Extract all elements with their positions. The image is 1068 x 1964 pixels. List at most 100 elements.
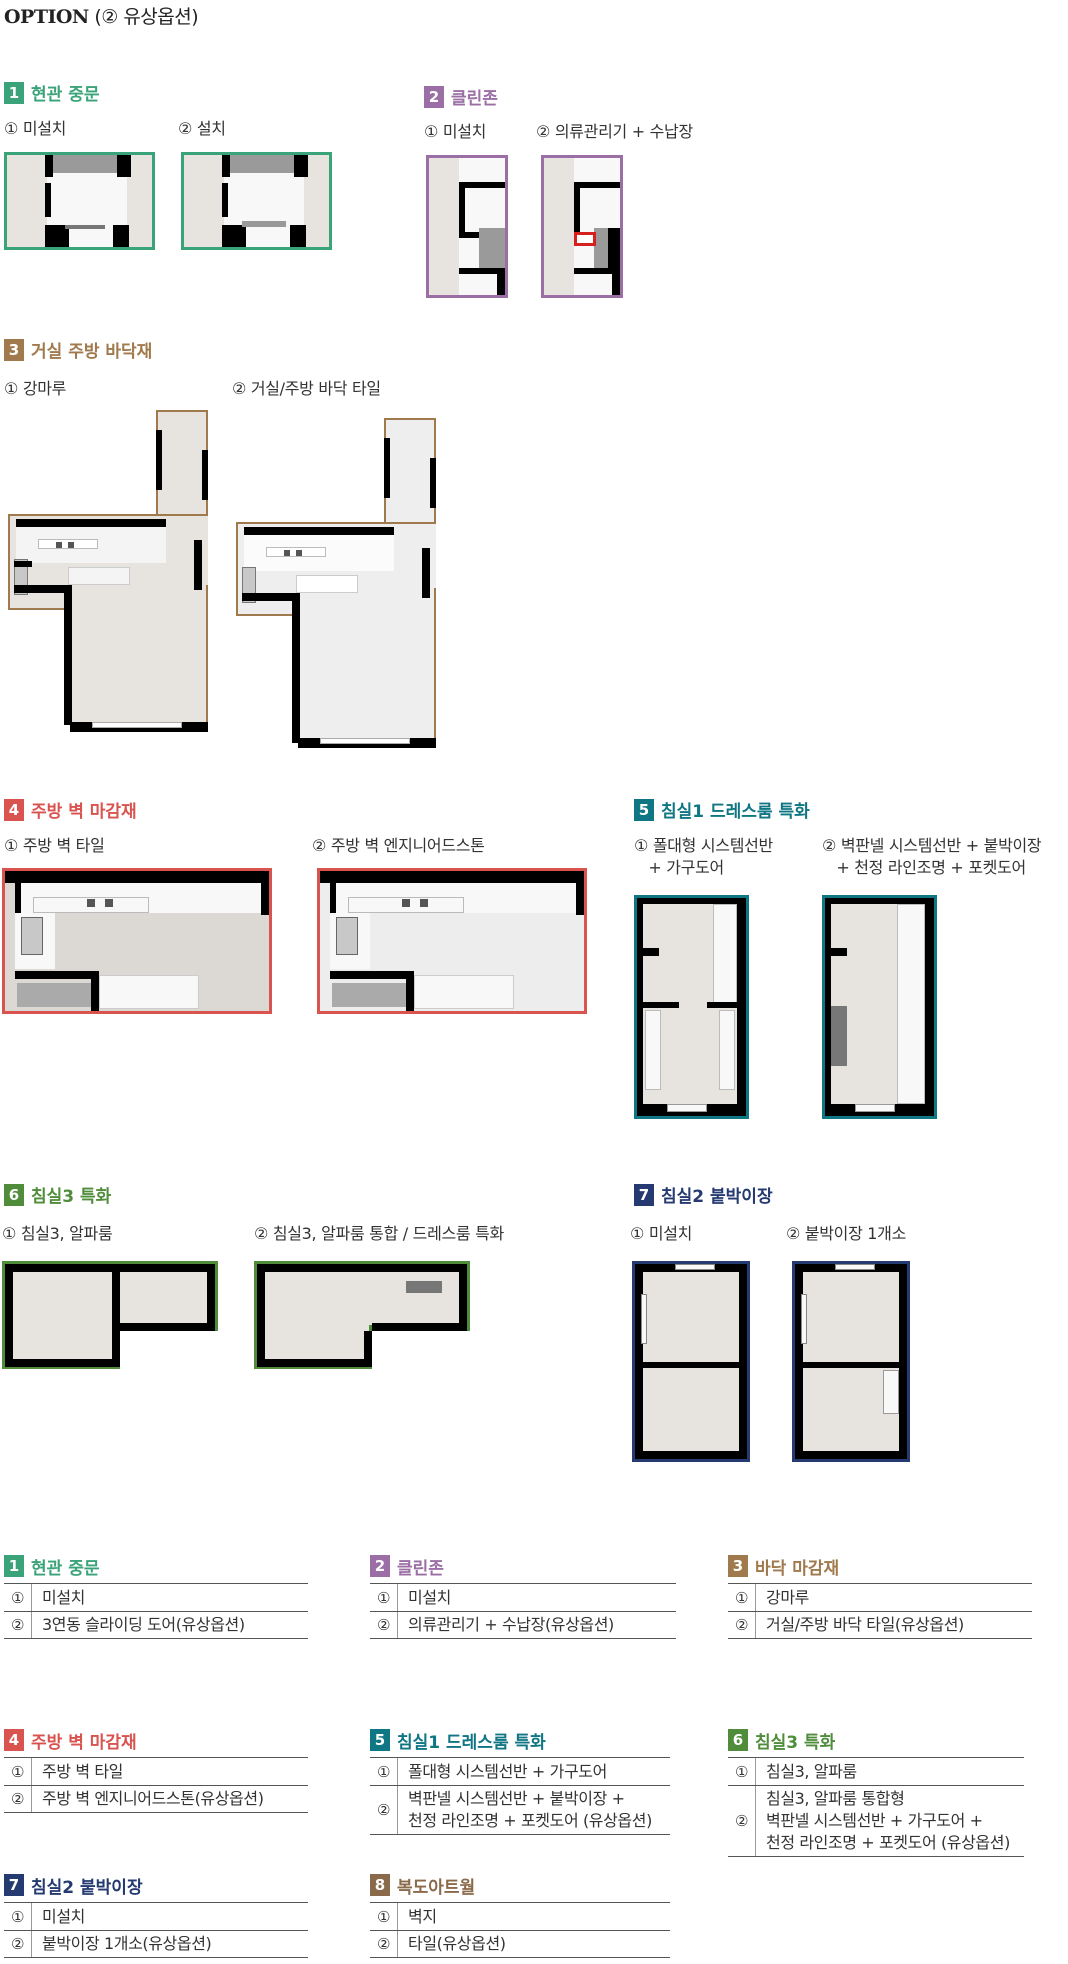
section-5-badge: 5 xyxy=(634,798,654,821)
s1-plan-option-2 xyxy=(181,152,332,250)
section-7-title: 침실2 붙박이장 xyxy=(661,1187,773,1207)
summary-2-title: 클린존 xyxy=(397,1558,444,1579)
summary-5-badge: 5 xyxy=(370,1729,390,1751)
s5-option-2-label: ② 벽판넬 시스템선반 + 붙박이장 + 천정 라인조명 + 포켓도어 xyxy=(822,836,1042,877)
summary-7-badge: 7 xyxy=(4,1874,24,1896)
section-1-heading: 1 현관 중문 xyxy=(4,80,99,105)
s4-option-2-label: ② 주방 벽 엔지니어드스톤 xyxy=(312,836,485,855)
summary-table-4-header: 4 주방 벽 마감재 xyxy=(4,1727,308,1753)
s5-plan-option-2 xyxy=(822,895,937,1119)
s5-option-1-label: ① 폴대형 시스템선반 + 가구도어 xyxy=(634,836,773,877)
s6-plan-option-1 xyxy=(2,1261,218,1369)
s4-option-1-label: ① 주방 벽 타일 xyxy=(4,836,105,855)
s3-plan-option-1 xyxy=(8,410,208,732)
s2-option-2-label: ② 의류관리기 + 수납장 xyxy=(536,122,693,141)
summary-3-title: 바닥 마감재 xyxy=(755,1558,840,1579)
summary-7-title: 침실2 붙박이장 xyxy=(31,1877,143,1898)
s7-plan-option-2 xyxy=(792,1261,910,1462)
s7-option-1-label: ① 미설치 xyxy=(630,1224,693,1243)
section-3-heading: 3 거실 주방 바닥재 xyxy=(4,337,152,362)
s1-plan-option-1 xyxy=(4,152,155,250)
section-6-heading: 6 침실3 특화 xyxy=(4,1182,111,1207)
s3-plan-option-2 xyxy=(236,418,436,748)
section-3-badge: 3 xyxy=(4,338,24,361)
summary-3-badge: 3 xyxy=(728,1555,748,1577)
s1-option-2-label: ② 설치 xyxy=(178,119,226,138)
section-5-title: 침실1 드레스룸 특화 xyxy=(661,802,810,822)
section-4-heading: 4 주방 벽 마감재 xyxy=(4,797,137,822)
s6-option-2-label: ② 침실3, 알파룸 통합 / 드레스룸 특화 xyxy=(254,1224,504,1243)
summary-1-badge: 1 xyxy=(4,1555,24,1577)
section-1-badge: 1 xyxy=(4,81,24,104)
summary-table-2-header: 2 클린존 xyxy=(370,1553,676,1579)
summary-table-5-header: 5 침실1 드레스룸 특화 xyxy=(370,1727,670,1753)
s6-plan-option-2 xyxy=(254,1261,470,1369)
summary-2-badge: 2 xyxy=(370,1555,390,1577)
section-2-heading: 2 클린존 xyxy=(424,84,498,109)
s2-option-1-label: ① 미설치 xyxy=(424,122,487,141)
summary-1-title: 현관 중문 xyxy=(31,1558,100,1579)
s5-plan-option-1 xyxy=(634,895,749,1119)
summary-5-title: 침실1 드레스룸 특화 xyxy=(397,1732,546,1753)
s3-option-2-label: ② 거실/주방 바닥 타일 xyxy=(232,379,381,398)
s7-option-2-label: ② 붙박이장 1개소 xyxy=(786,1224,907,1243)
section-5-heading: 5 침실1 드레스룸 특화 xyxy=(634,797,810,822)
section-1-title: 현관 중문 xyxy=(31,85,100,105)
section-4-badge: 4 xyxy=(4,798,24,821)
section-2-badge: 2 xyxy=(424,85,444,108)
summary-8-title: 복도아트월 xyxy=(397,1877,476,1898)
summary-4-title: 주방 벽 마감재 xyxy=(31,1732,137,1753)
summary-table-3-header: 3 바닥 마감재 xyxy=(728,1553,1032,1579)
s3-option-1-label: ① 강마루 xyxy=(4,379,67,398)
summary-table-8-header: 8 복도아트월 xyxy=(370,1872,670,1898)
summary-table-7-header: 7 침실2 붙박이장 xyxy=(4,1872,308,1898)
summary-6-title: 침실3 특화 xyxy=(755,1732,836,1753)
summary-8-badge: 8 xyxy=(370,1874,390,1896)
s1-option-1-label: ① 미설치 xyxy=(4,119,67,138)
s2-plan-option-1 xyxy=(426,155,508,298)
s4-plan-option-2 xyxy=(317,868,587,1014)
s7-plan-option-1 xyxy=(632,1261,750,1462)
summary-4-badge: 4 xyxy=(4,1729,24,1751)
s2-plan-option-2 xyxy=(541,155,623,298)
summary-table-1-header: 1 현관 중문 xyxy=(4,1553,308,1579)
s4-plan-option-1 xyxy=(2,868,272,1014)
option-subtitle: (② 유상옵션) xyxy=(94,6,199,28)
section-6-title: 침실3 특화 xyxy=(31,1187,112,1207)
section-3-title: 거실 주방 바닥재 xyxy=(31,342,153,362)
section-6-badge: 6 xyxy=(4,1183,24,1206)
summary-table-6-header: 6 침실3 특화 xyxy=(728,1727,1024,1753)
option-title: OPTION xyxy=(4,6,89,28)
page-title: OPTION (② 유상옵션) xyxy=(4,2,199,29)
section-4-title: 주방 벽 마감재 xyxy=(31,802,137,822)
section-2-title: 클린존 xyxy=(451,89,498,109)
s6-option-1-label: ① 침실3, 알파룸 xyxy=(2,1224,113,1243)
section-7-badge: 7 xyxy=(634,1183,654,1206)
section-7-heading: 7 침실2 붙박이장 xyxy=(634,1182,773,1207)
summary-6-badge: 6 xyxy=(728,1729,748,1751)
